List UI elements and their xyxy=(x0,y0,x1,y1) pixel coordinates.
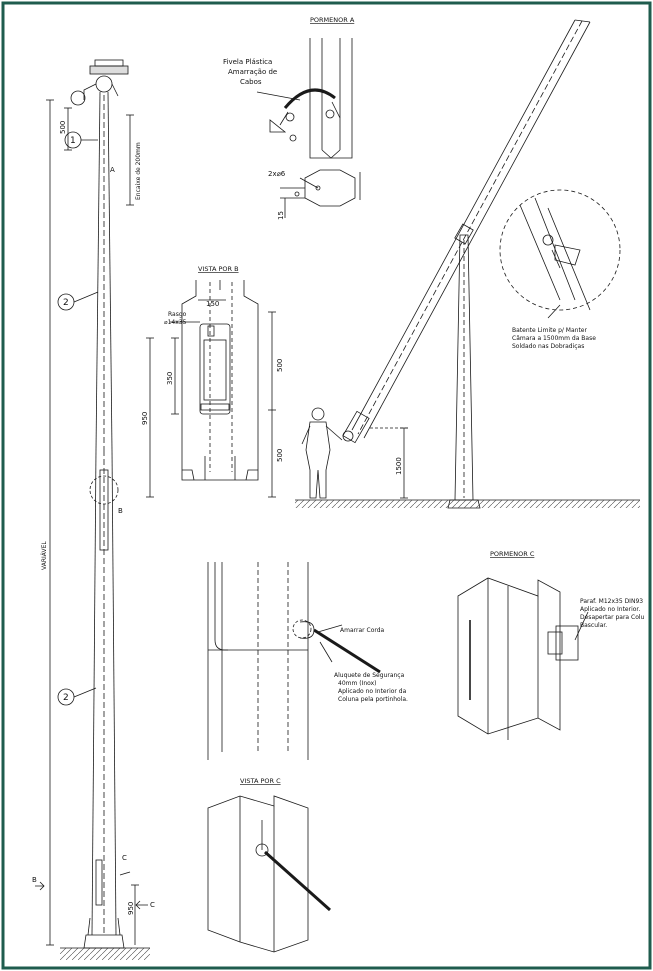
pormenor-c-title: PORMENOR C xyxy=(490,550,535,558)
main-pole xyxy=(60,59,150,960)
dim-b-150: 150 xyxy=(206,300,219,308)
note-fivela-line1: Fivela Plástica xyxy=(223,58,272,66)
vista-por-b-title: VISTA POR B xyxy=(198,265,239,273)
dim-b-500-bottom: 500 xyxy=(276,449,284,462)
note-aluquete-line4: Coluna pela portinhola. xyxy=(338,696,408,703)
dim-b-500-top: 500 xyxy=(276,359,284,372)
callout-b-left: B xyxy=(32,876,37,884)
note-paraf-line2: Aplicado no Interior. xyxy=(580,606,640,613)
line-work xyxy=(35,19,640,960)
callout-2-upper: 2 xyxy=(63,298,69,308)
tilted-pole-scene xyxy=(295,19,640,509)
note-rasgo-line2: ⌀14x35 xyxy=(164,319,187,326)
note-fivela-line2: Amarração de xyxy=(228,68,277,76)
note-fivela-line3: Cabos xyxy=(240,78,262,86)
note-amarrar-corda: Amarrar Corda xyxy=(340,627,385,634)
callout-c-top: C xyxy=(122,854,127,862)
callout-a: A xyxy=(110,166,115,174)
note-batente-line2: Câmara a 1500mm da Base xyxy=(512,335,596,342)
dim-height-1500: 1500 xyxy=(395,457,403,475)
pormenor-c-detail xyxy=(457,577,589,740)
note-paraf-line4: Bascular. xyxy=(580,622,607,629)
note-aluquete-line1: Aluquete de Segurança xyxy=(334,672,405,679)
note-aluquete-line2: 40mm (Inox) xyxy=(338,680,377,687)
dim-top-500: 500 xyxy=(59,121,67,134)
vista-por-b-detail xyxy=(146,280,276,498)
dim-variavel: VARIÁVEL xyxy=(41,541,48,570)
note-aluquete-line3: Aplicado no Interior da xyxy=(338,688,407,695)
dim-encaixe: Encaixe de 200mm xyxy=(135,142,142,200)
pormenor-a-detail xyxy=(256,38,361,218)
dim-a-15: 15 xyxy=(277,211,285,220)
dim-a-2x6: 2x⌀6 xyxy=(268,170,286,178)
callout-c-right: C xyxy=(150,901,155,909)
pormenor-a-title: PORMENOR A xyxy=(310,16,355,24)
vista-por-c-detail xyxy=(207,795,331,953)
note-batente-line3: Soldado nas Dobradiças xyxy=(512,343,584,350)
dim-b-950: 950 xyxy=(141,412,149,425)
rope-fixing-detail xyxy=(207,562,381,760)
callout-b-mid: B xyxy=(118,507,123,515)
note-batente-line1: Batente Limite p/ Manter xyxy=(512,327,588,334)
callout-2-lower: 2 xyxy=(63,693,69,703)
vista-por-c-title: VISTA POR C xyxy=(240,777,281,785)
callout-1: 1 xyxy=(70,136,76,146)
dim-base-950: 950 xyxy=(127,902,135,915)
dim-b-350: 350 xyxy=(166,372,174,385)
note-rasgo-line1: Rasgo xyxy=(168,311,187,318)
note-paraf-line1: Paraf. M12x35 DIN93 xyxy=(580,598,643,605)
note-paraf-line3: Desapertar para Colu xyxy=(580,614,645,621)
